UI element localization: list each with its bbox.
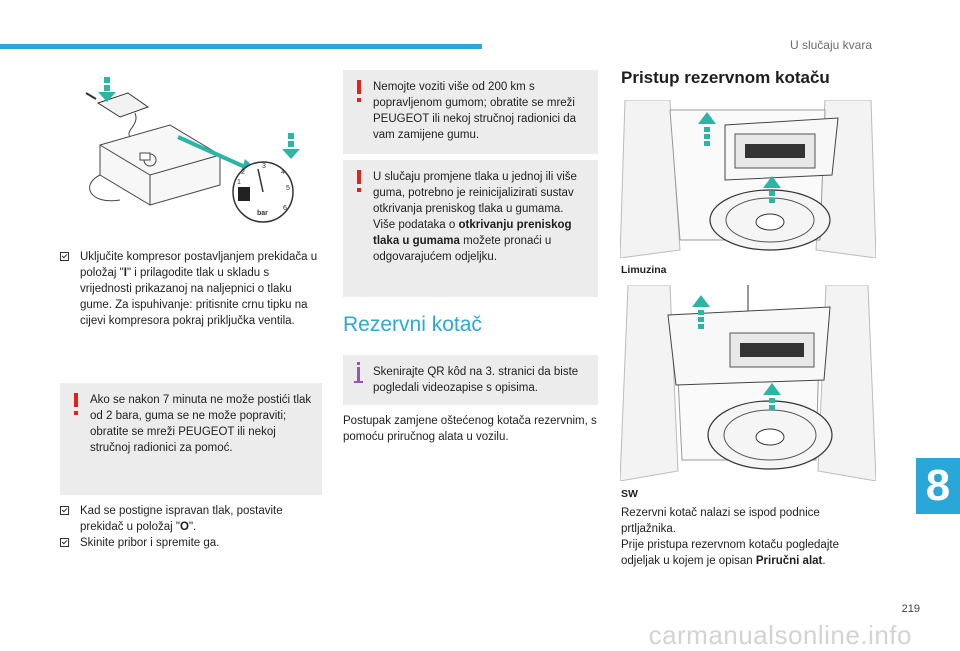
checkbox-bullet-icon xyxy=(60,538,69,547)
heading-access-spare-wheel: Pristup rezervnom kotaču xyxy=(621,68,830,87)
step-switch-on: Uključite kompresor postavljanjem prekid… xyxy=(60,249,322,329)
warning-box-pressure: Ako se nakon 7 minuta ne može postići tl… xyxy=(60,383,322,495)
spare-wheel-body: Postupak zamjene oštećenog kotača rezerv… xyxy=(343,415,597,443)
gauge-tick-4: 4 xyxy=(281,169,285,176)
section-title: U slučaju kvara xyxy=(789,38,872,52)
warning-exclamation-icon xyxy=(357,80,361,102)
info-icon xyxy=(354,362,363,383)
left-column-steps-top: Uključite kompresor postavljanjem prekid… xyxy=(60,249,322,329)
arrow-down-icon xyxy=(282,133,300,159)
gauge-tick-6: 6 xyxy=(283,205,287,212)
page-number: 219 xyxy=(901,603,920,615)
gauge-tick-2: 2 xyxy=(241,169,245,176)
chapter-tab: 8 xyxy=(916,458,960,514)
checkbox-bullet-icon xyxy=(60,252,69,261)
caption-sedan: Limuzina xyxy=(621,264,667,276)
header-accent-bar xyxy=(0,44,482,49)
access-body: Rezervni kotač nalazi se ispod podnice p… xyxy=(621,505,861,569)
warning-box-distance: Nemojte voziti više od 200 km s popravlj… xyxy=(343,70,598,154)
heading-spare-wheel: Rezervni kotač xyxy=(343,313,482,336)
gauge-unit: bar xyxy=(257,210,268,217)
info-box-qr: Skenirajte QR kôd na 3. stranici da bist… xyxy=(343,355,598,405)
arrow-up-icon xyxy=(698,112,716,146)
warning-exclamation-icon xyxy=(357,170,361,192)
arrow-up-icon xyxy=(692,295,710,329)
step-store-kit: Skinite pribor i spremite ga. xyxy=(60,535,322,551)
access-body-line2: Prije pristupa rezervnom kotaču pogledaj… xyxy=(621,539,839,567)
arrow-down-icon xyxy=(98,77,116,102)
gauge-tick-1: 1 xyxy=(237,179,241,186)
checkbox-bullet-icon xyxy=(60,506,69,515)
step-switch-off: Kad se postigne ispravan tlak, postavite… xyxy=(60,503,322,535)
compressor-figure: 1 2 3 4 5 6 bar xyxy=(85,77,300,223)
trunk-sedan-figure xyxy=(620,100,876,258)
trunk-sw-figure xyxy=(620,285,876,481)
arrow-up-icon xyxy=(763,383,781,410)
warning-exclamation-icon xyxy=(74,393,78,415)
gauge-tick-3: 3 xyxy=(262,163,266,170)
arrow-up-icon xyxy=(763,176,781,203)
caption-sw: SW xyxy=(621,488,638,500)
warning-box-reinit: U slučaju promjene tlaka u jednoj ili vi… xyxy=(343,160,598,297)
left-column-steps-bottom: Kad se postigne ispravan tlak, postavite… xyxy=(60,503,322,551)
gauge-tick-5: 5 xyxy=(286,185,290,192)
watermark: carmanualsonline.info xyxy=(648,620,912,650)
